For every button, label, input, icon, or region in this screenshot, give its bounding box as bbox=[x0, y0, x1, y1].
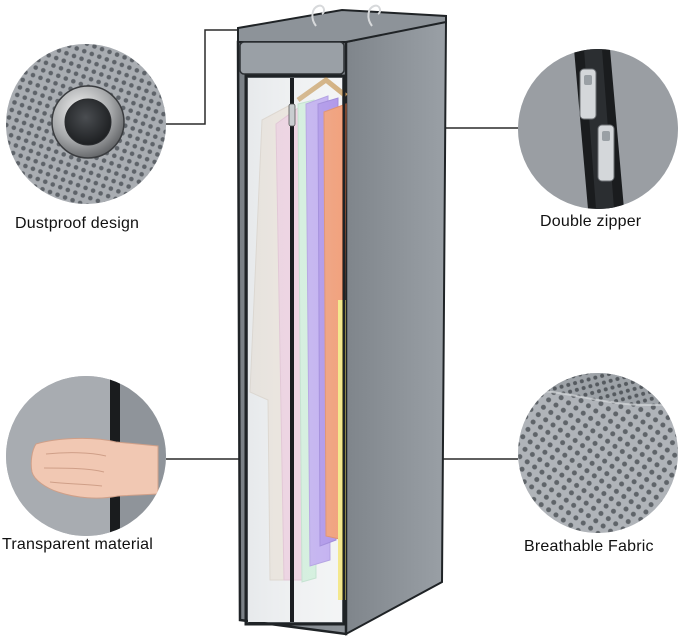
window-sheen bbox=[248, 78, 342, 622]
dustproof-label: Dustproof design bbox=[15, 215, 140, 232]
zipper-pull-top bbox=[288, 103, 296, 127]
bag-top-flap bbox=[239, 41, 345, 75]
bag-top-panel bbox=[237, 8, 447, 43]
zipper-label: Double zipper bbox=[540, 213, 642, 230]
window-frame bbox=[244, 74, 346, 626]
hanger-hook-left bbox=[311, 4, 326, 27]
transparent-label: Transparent material bbox=[2, 536, 154, 553]
hand-through-window-icon bbox=[6, 376, 166, 536]
zipper-closeup bbox=[518, 49, 678, 209]
breathable-closeup bbox=[518, 373, 678, 533]
mesh-grommet-icon bbox=[6, 44, 166, 204]
zipper-pulls-icon bbox=[518, 49, 678, 209]
transparent-closeup bbox=[6, 376, 166, 536]
hanger-hook-right bbox=[367, 4, 382, 27]
bag-side-panel bbox=[345, 18, 448, 636]
dustproof-closeup bbox=[6, 44, 166, 204]
mesh-fabric-icon bbox=[518, 373, 678, 533]
breathable-label: Breathable Fabric bbox=[524, 538, 654, 555]
